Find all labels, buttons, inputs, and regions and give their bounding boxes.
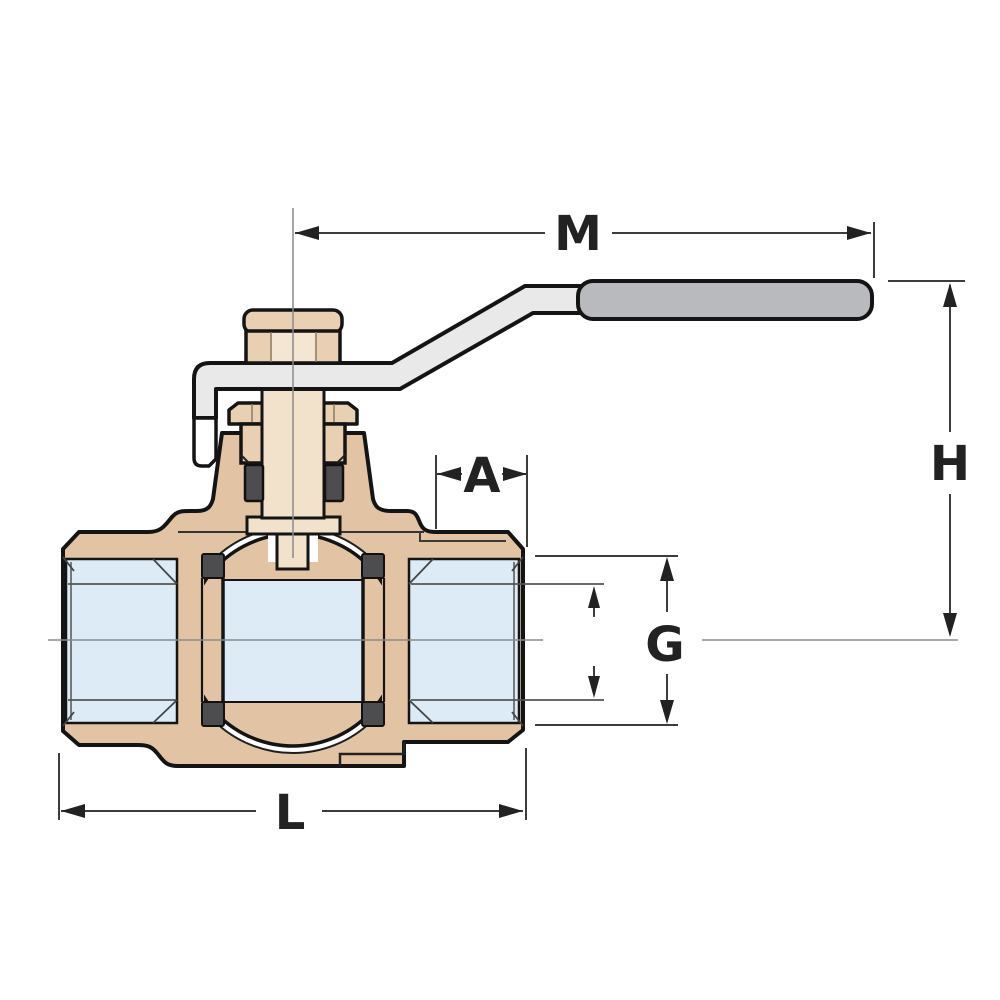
dim-g-arrow-down (660, 700, 674, 724)
dim-inner-arrow-up (588, 586, 600, 608)
dim-a-arrow-left (437, 467, 461, 481)
right-port-chamfers (408, 556, 524, 727)
dim-m-arrow-right (847, 226, 871, 240)
gland-bottom-notches (240, 454, 346, 464)
dim-l-arrow-left (61, 804, 85, 818)
dimension-bore-inner (588, 586, 600, 698)
cap-seam-bottom (338, 742, 406, 766)
dim-h-arrow-down (943, 613, 957, 637)
handle-group (192, 279, 874, 468)
dim-a-label: A (463, 448, 500, 504)
centerlines-group (48, 208, 958, 641)
left-port-group (62, 556, 179, 727)
right-port-bore (407, 557, 521, 725)
seat-bottom-left (201, 701, 225, 727)
cap-seam-top (419, 532, 506, 542)
dim-m-arrow-left (295, 226, 319, 240)
dim-g-label: G (645, 617, 684, 673)
dim-m-label: M (554, 206, 602, 262)
ball-bore (222, 579, 364, 703)
dim-l-label: L (275, 785, 306, 841)
seat-bottom-right (361, 701, 385, 727)
packing-seal-right (323, 463, 345, 503)
left-port-bore (64, 557, 179, 725)
dimension-a: A (435, 448, 528, 547)
dim-l-arrow-right (499, 804, 523, 818)
dim-inner-arrow-down (588, 676, 600, 698)
seat-top-right (361, 553, 385, 579)
dim-h-label: H (930, 436, 970, 492)
left-port-chamfers (62, 556, 178, 727)
handle-grip (576, 279, 874, 321)
dimension-m: M (295, 206, 875, 278)
right-port-group (407, 556, 604, 727)
handle-bracket-channel (192, 416, 218, 468)
dimension-l: L (58, 748, 527, 841)
seat-top-left (201, 553, 225, 579)
dim-g-arrow-up (660, 557, 674, 581)
dimension-h: H (888, 280, 970, 637)
packing-seal-left (243, 463, 265, 503)
dim-a-arrow-right (503, 467, 527, 481)
dim-h-arrow-up (943, 283, 957, 307)
dimension-g: G (535, 555, 685, 726)
